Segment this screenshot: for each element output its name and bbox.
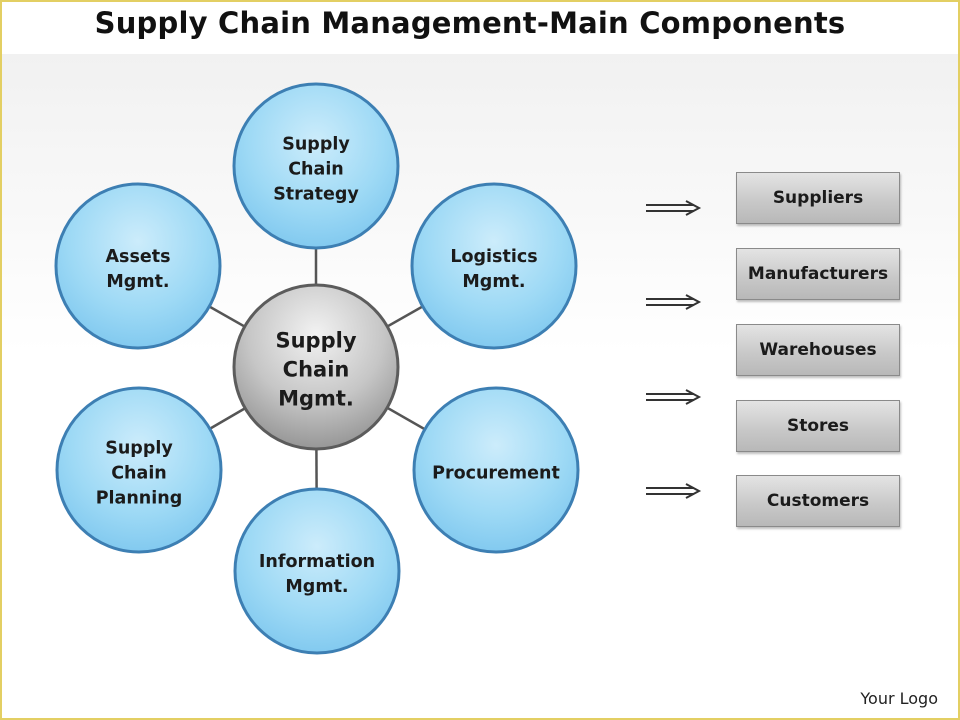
chain-box-label: Manufacturers	[747, 264, 889, 284]
double-arrow-icon	[646, 483, 702, 499]
component-circle-planning	[55, 386, 223, 554]
component-circle-procurement	[412, 386, 580, 554]
component-strategy-label-line: Supply	[282, 134, 350, 154]
component-circle-information	[233, 487, 401, 655]
component-logistics-label-line: Mgmt.	[462, 272, 525, 292]
chain-box-stores: Stores	[736, 400, 900, 452]
component-procurement-label-line: Procurement	[432, 463, 560, 483]
chain-box-label: Stores	[786, 416, 850, 436]
component-information-label-line: Mgmt.	[285, 577, 348, 597]
chain-box-label: Suppliers	[772, 188, 864, 208]
logo-text: Your Logo	[860, 689, 938, 708]
hub-label-line: Supply	[275, 329, 356, 353]
double-arrow-icon	[646, 389, 702, 405]
hub-circle	[232, 283, 400, 451]
component-planning-label-line: Chain	[111, 463, 167, 483]
chain-box-warehouses: Warehouses	[736, 324, 900, 376]
component-circle-assets	[54, 182, 222, 350]
chain-box-label: Warehouses	[759, 340, 877, 360]
component-planning-label-line: Planning	[96, 488, 183, 508]
hub-label-line: Chain	[283, 358, 350, 382]
slide-background	[2, 54, 958, 718]
component-strategy-label-line: Strategy	[273, 184, 359, 204]
component-information-label-line: Information	[259, 552, 375, 572]
hub-label-line: Mgmt.	[278, 387, 354, 411]
component-circle-strategy	[232, 82, 400, 250]
component-assets-label-line: Assets	[105, 247, 170, 267]
component-circle-logistics	[410, 182, 578, 350]
component-logistics-label-line: Logistics	[450, 247, 537, 267]
component-procurement-label: Procurement	[432, 463, 560, 483]
chain-box-label: Customers	[766, 491, 870, 511]
page-title: Supply Chain Management-Main Components	[94, 6, 846, 40]
chain-box-customers: Customers	[736, 475, 900, 527]
double-arrow-icon	[646, 200, 702, 216]
component-strategy-label-line: Chain	[288, 159, 344, 179]
double-arrow-icon	[646, 294, 702, 310]
chain-box-suppliers: Suppliers	[736, 172, 900, 224]
component-node-procurement: Procurement	[412, 386, 580, 554]
component-planning-label-line: Supply	[105, 438, 173, 458]
chain-box-manufacturers: Manufacturers	[736, 248, 900, 300]
component-assets-label-line: Mgmt.	[106, 272, 169, 292]
